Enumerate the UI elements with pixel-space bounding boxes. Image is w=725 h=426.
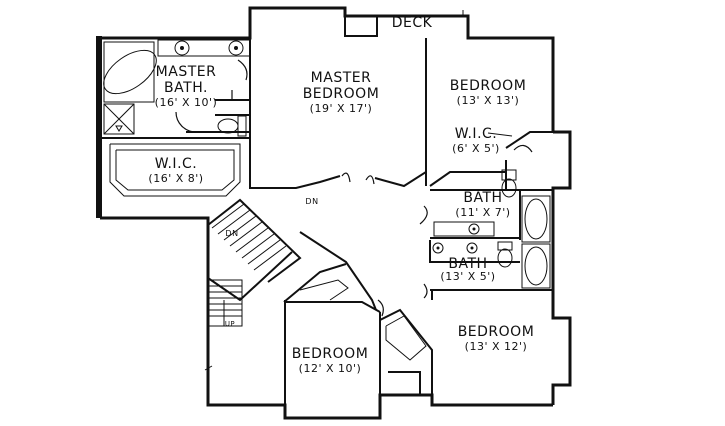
sink-icon — [432, 242, 444, 254]
toilet-icon — [501, 178, 517, 198]
toilet-icon — [217, 118, 239, 134]
sink-icon — [466, 242, 478, 254]
bath-upper-dims: (11' X 7') — [455, 206, 510, 219]
bedroom-ne-dims: (13' X 13') — [457, 94, 520, 107]
sink-icon — [468, 223, 480, 235]
bath-upper: BATH (11' X 7') — [430, 169, 521, 240]
bath-upper-label: BATH — [463, 190, 502, 206]
toilet-icon — [497, 248, 513, 268]
wic-master-dims: (16' X 8') — [148, 172, 203, 185]
master-bedroom: MASTER BEDROOM (19' X 17') — [237, 38, 427, 189]
bedroom-se-label: BEDROOM — [458, 324, 535, 340]
stair-dn-lower: DN — [225, 229, 238, 238]
sink-icon — [174, 40, 190, 56]
sink-icon — [228, 40, 244, 56]
bath-lower: BATH (13' X 5') — [429, 195, 553, 291]
master-bath: MASTER BATH. (16' X 10') — [103, 39, 251, 137]
wic-ne-dims: (6' X 5') — [452, 142, 500, 155]
master-wic: W.I.C. (16' X 8') — [100, 137, 250, 197]
master-bath-dims: (16' X 10') — [155, 96, 218, 109]
bathtub-icon — [103, 49, 157, 95]
stair-up: UP — [225, 320, 235, 328]
bedroom-sw-dims: (12' X 10') — [299, 362, 362, 375]
master-bath-label-2: BATH. — [164, 80, 208, 96]
wic-master-label: W.I.C. — [155, 156, 198, 172]
deck-label: DECK — [392, 15, 433, 31]
bathtub-icon — [524, 198, 548, 240]
bedroom-ne-label: BEDROOM — [450, 78, 527, 94]
staircase: DN DN UP — [207, 197, 318, 328]
master-bath-label-1: MASTER — [156, 64, 217, 80]
bedroom-se: BEDROOM (13' X 12') — [379, 290, 535, 395]
master-bedroom-label-1: MASTER — [311, 70, 372, 86]
master-bedroom-dims: (19' X 17') — [310, 102, 373, 115]
bedroom-sw-label: BEDROOM — [292, 346, 369, 362]
bathtub-icon — [524, 246, 548, 286]
stair-dn-upper: DN — [305, 197, 318, 206]
bedroom-se-dims: (13' X 12') — [465, 340, 528, 353]
master-bedroom-label-2: BEDROOM — [303, 86, 380, 102]
wic-ne-label: W.I.C. — [455, 126, 498, 142]
bedroom-ne: BEDROOM (13' X 13') — [425, 38, 527, 187]
hallway — [283, 205, 428, 317]
bath-lower-dims: (13' X 5') — [440, 270, 495, 283]
bath-lower-label: BATH — [448, 256, 487, 272]
deck: DECK — [344, 8, 464, 37]
bedroom-sw: BEDROOM (12' X 10') — [284, 300, 381, 405]
